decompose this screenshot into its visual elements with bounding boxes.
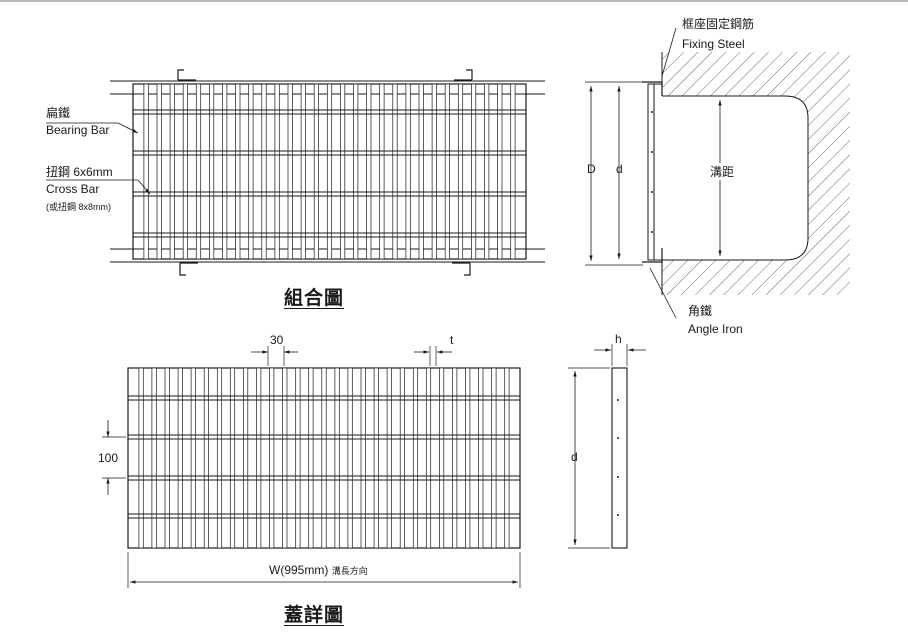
bearing-bar [478,367,484,549]
fixing-steel-label-cn: 框座固定鋼筋 [682,17,755,31]
fixing-steel-label-en: Fixing Steel [682,37,745,51]
dim-30-label: 30 [270,333,284,347]
bearing-bar [334,367,340,549]
dim-h-label: h [615,332,622,346]
bearing-bar [308,367,314,549]
cover-grating-plan [102,346,521,588]
dim-D-label: D [587,162,596,176]
bearing-bar-label-en: Bearing Bar [46,123,110,137]
bearing-bar [164,367,170,549]
bearing-bar [321,367,327,549]
bearing-bar [340,83,346,260]
bearing-bar [360,367,366,549]
bearing-bar [143,83,149,260]
bearing-bar [229,367,236,549]
bearing-bar [182,83,188,260]
bearing-bar [471,83,477,260]
bearing-bar [287,83,293,260]
top-border-line [0,0,908,2]
bearing-bar [269,367,275,549]
assembly-grating-plan [110,69,545,276]
bearing-bar [425,367,432,549]
bearing-bar [386,367,392,549]
bearing-bar [326,83,333,260]
bearing-bar [399,367,405,549]
bearing-bar [347,367,353,549]
bearing-bar [243,367,249,549]
bearing-bar [256,367,262,549]
bearing-bar [282,367,288,549]
width-dim-label: W(995mm) 溝長方向 [269,563,368,577]
bearing-bar-label-cn: 扁鐵 [46,106,71,120]
cover-side-view [568,344,646,549]
bearing-bar [465,367,471,549]
side-dim-d-label: d [571,450,578,464]
cross-bar-label-cn: 扭鋼 6x6mm [46,165,113,179]
bearing-bar [457,83,464,260]
bearing-bar [190,367,196,549]
width-note: 溝長方向 [331,566,368,576]
bearing-bar [412,367,419,549]
trench-width-label: 溝距 [708,163,737,180]
assembly-leaders [46,122,151,195]
dim-t-label: t [450,333,454,347]
width-value: W(995mm) [269,563,329,577]
bearing-bar [151,367,157,549]
assembly-title: 組合圖 [284,288,345,309]
bearing-bar [405,83,411,260]
bearing-bar [235,83,241,260]
bearing-bar [510,83,516,260]
bearing-bar [248,83,254,260]
bearing-bar [313,83,319,260]
bearing-bar [156,83,162,260]
dim-100-label: 100 [98,451,119,465]
bearing-bar [484,83,490,260]
bearing-bar [209,83,215,260]
dim-d-label: d [616,162,623,176]
cross-bar-label-en: Cross Bar [46,182,100,196]
bearing-bar [300,83,306,260]
bearing-bar [216,367,223,549]
bearing-bar [373,367,379,549]
angle-iron-label-en: Angle Iron [688,322,743,336]
bearing-bar [295,367,301,549]
bearing-bar [431,83,437,260]
bearing-bar [379,83,385,260]
bearing-bar [439,367,445,549]
bearing-bar [274,83,280,260]
trench-section-view [585,27,850,319]
cover-title: 蓋詳圖 [284,605,345,626]
bearing-bar [392,83,398,260]
bearing-bar [195,83,202,260]
bearing-bar [169,83,175,260]
bearing-bar [261,83,267,260]
bearing-bar [444,83,450,260]
cross-bar-note: (或扭鋼 8x8mm) [46,202,111,212]
bearing-bar [177,367,183,549]
bearing-bar [222,83,228,260]
angle-iron-label-cn: 角鐵 [688,304,713,318]
bearing-bar [418,83,424,260]
bearing-bar [452,367,458,549]
bearing-bar [203,367,209,549]
bearing-bar [504,367,510,549]
bearing-bar [491,367,497,549]
bearing-bar [497,83,503,260]
bearing-bar [138,367,144,549]
bearing-bar [366,83,372,260]
bearing-bar [353,83,359,260]
